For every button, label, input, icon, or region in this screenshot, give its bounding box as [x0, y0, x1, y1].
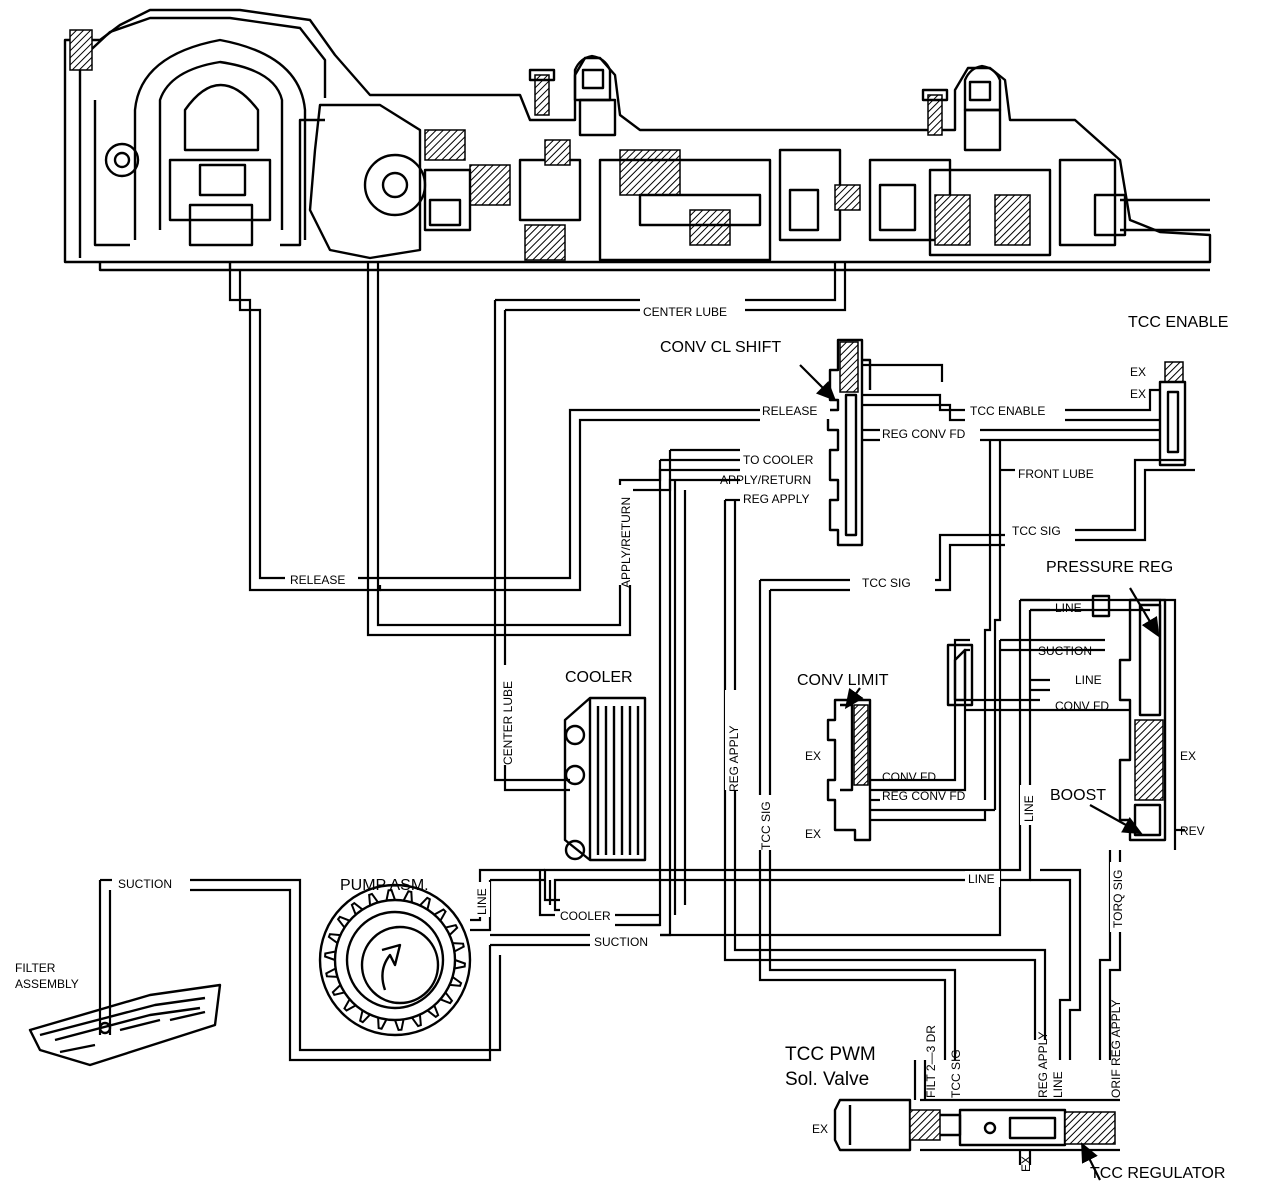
label-ex-limit1: EX: [805, 749, 821, 763]
pump-gear-tooth: [377, 1017, 388, 1030]
label-reg-apply-vertical: REG APPLY: [727, 726, 741, 792]
label-release-left: RELEASE: [290, 573, 345, 587]
label-tcc-regulator: TCC REGULATOR: [1090, 1165, 1225, 1182]
label-center-lube-top: CENTER LUBE: [643, 305, 727, 319]
pump-gear-tooth: [327, 933, 341, 944]
label-tcc-sig-right: TCC SIG: [1012, 524, 1061, 538]
label-suction-bottom: SUCTION: [594, 935, 648, 949]
label-line-pr1: LINE: [1055, 601, 1082, 615]
label-tcc-sig-vertical: TCC SIG: [759, 801, 773, 850]
vertical-circuit-labels: CENTER LUBE APPLY/RETURN REG APPLY TCC S…: [474, 485, 1126, 1172]
label-reg-apply-top: REG APPLY: [743, 492, 809, 506]
pump-gear-tooth: [452, 942, 465, 953]
label-orif-reg-apply: ORIF REG APPLY: [1109, 1000, 1123, 1098]
label-pressure-reg: PRESSURE REG: [1046, 559, 1173, 576]
filter-assembly: [28, 983, 222, 1067]
label-line-pr2: LINE: [1075, 673, 1102, 687]
label-conv-fd-pr: CONV FD: [1055, 699, 1109, 713]
pressure-reg-valve: [1091, 594, 1167, 842]
conv-cl-shift-valve: [826, 338, 872, 547]
label-tcc-pwm-2: Sol. Valve: [785, 1069, 869, 1090]
label-apply-return-top: APPLY/RETURN: [720, 473, 811, 487]
pump-gear-tooth: [331, 984, 345, 997]
pump-assembly: [318, 883, 472, 1037]
circuit-labels: CENTER LUBE RELEASE REG CONV FD TCC ENAB…: [112, 303, 1205, 1136]
label-apply-return-vertical: APPLY/RETURN: [619, 497, 633, 588]
label-tcc-sig-bottom: TCC SIG: [949, 1049, 963, 1098]
conv-limit-valve: [826, 698, 872, 842]
label-line-horizontal: LINE: [968, 872, 995, 886]
pump-gear-tooth: [411, 1014, 422, 1028]
pump-gear-tooth: [402, 890, 413, 903]
label-to-cooler: TO COOLER: [743, 453, 814, 467]
label-filter-1: FILTER: [15, 961, 56, 975]
transmission-cross-section: [63, 8, 1212, 272]
pump-gear-tooth: [324, 950, 336, 961]
label-tcc-enable: TCC ENABLE: [1128, 314, 1228, 331]
label-line-pump: LINE: [475, 888, 489, 915]
label-front-lube: FRONT LUBE: [1018, 467, 1094, 481]
label-torq-sig: TORQ SIG: [1111, 870, 1125, 928]
bolt-hatch: [69, 29, 93, 71]
label-conv-limit: CONV LIMIT: [797, 672, 889, 689]
component-labels: TCC ENABLE CONV CL SHIFT PRESSURE REG CO…: [15, 314, 1228, 1182]
label-reg-apply-bottom: REG APPLY: [1036, 1032, 1050, 1098]
pump-gear-tooth: [368, 892, 379, 906]
pump-gear-tooth: [358, 1010, 371, 1024]
label-ex-pr: EX: [1180, 749, 1196, 763]
label-release-top: RELEASE: [762, 404, 817, 418]
pump-gear-tooth: [426, 1004, 440, 1019]
label-center-lube-vertical: CENTER LUBE: [501, 681, 515, 765]
label-tcc-sig-mid: TCC SIG: [862, 576, 911, 590]
label-filter-2: ASSEMBLY: [15, 977, 79, 991]
pump-gear-tooth: [343, 998, 357, 1012]
pump-gear-tooth: [419, 896, 432, 910]
label-conv-fd-limit: CONV FD: [882, 770, 936, 784]
pump-gear-tooth: [433, 908, 447, 922]
label-cooler-line: COOLER: [560, 909, 611, 923]
label-cooler: COOLER: [565, 669, 633, 686]
label-suction-top-left: SUCTION: [118, 877, 172, 891]
pump-gear-tooth: [454, 959, 466, 970]
label-reg-conv-fd-limit: REG CONV FD: [882, 789, 966, 803]
label-ex-reg: EX: [1019, 1156, 1033, 1172]
pump-gear-tooth: [385, 889, 396, 901]
pump-gear-tooth: [394, 1019, 405, 1031]
pump-gear-tooth: [445, 923, 459, 936]
pump-gear-tooth: [350, 901, 364, 916]
pump-gear-tooth: [439, 991, 454, 1005]
label-suction-pr: SUCTION: [1038, 644, 1092, 658]
tcc-enable-valve: [1158, 361, 1187, 467]
label-ex-pwm: EX: [812, 1122, 828, 1136]
flow-arrows: [799, 364, 1160, 1181]
label-tcc-pwm-1: TCC PWM: [785, 1044, 876, 1065]
conv-limit-small-valve: [946, 643, 974, 707]
label-tcc-enable-line: TCC ENABLE: [970, 404, 1045, 418]
label-rev: REV: [1180, 824, 1205, 838]
label-ex-enable1: EX: [1130, 365, 1146, 379]
tcc-regulator-valve: [958, 1108, 1116, 1147]
tcc-pwm-solenoid: [833, 1098, 962, 1152]
pump-gear-tooth: [336, 915, 351, 929]
label-ex-limit2: EX: [805, 827, 821, 841]
label-boost: BOOST: [1050, 787, 1106, 804]
pump-gear-tooth: [449, 976, 463, 987]
label-pump-asm: PUMP ASM.: [340, 877, 429, 894]
hydraulic-circuits: [98, 262, 1195, 1165]
pump-gear-tooth: [325, 967, 338, 978]
label-line-vertical: LINE: [1022, 795, 1036, 822]
cooler: [563, 696, 647, 862]
label-line-bottom: LINE: [1051, 1071, 1065, 1098]
label-conv-cl-shift: CONV CL SHIFT: [660, 339, 781, 356]
label-reg-conv-fd-top: REG CONV FD: [882, 427, 966, 441]
label-filt-2-3-dr: FILT 2—3 DR: [924, 1025, 938, 1098]
label-ex-enable2: EX: [1130, 387, 1146, 401]
